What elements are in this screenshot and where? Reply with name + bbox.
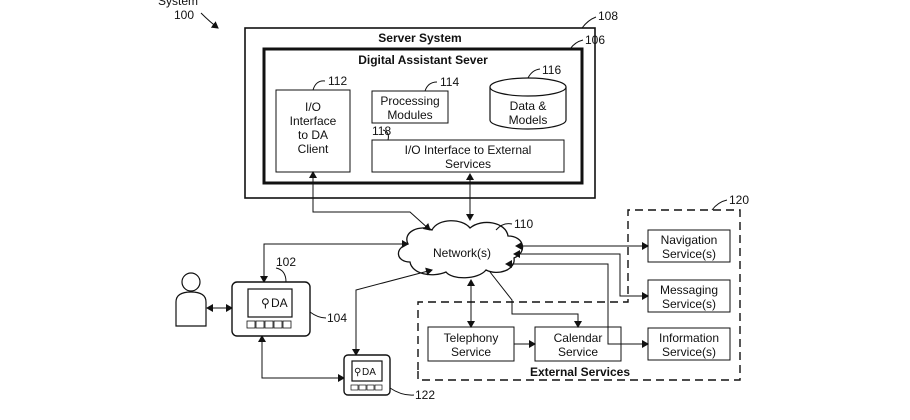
- data-models-line: Models: [509, 113, 548, 127]
- io-client-line: I/O: [305, 100, 321, 114]
- io-client-box: I/O Interface to DA Client 112: [275, 74, 351, 173]
- io-client-network-link: [309, 171, 431, 231]
- device-104-key: [282, 320, 292, 329]
- server-system-title: Server System: [378, 31, 461, 45]
- network-cloud: Network(s) 110: [397, 217, 533, 279]
- leader-122: [389, 387, 415, 396]
- device-122-screen-label: DA: [362, 367, 376, 378]
- network-device-104-link: [260, 240, 409, 283]
- network-information-link: [505, 260, 649, 348]
- io-external-line: I/O Interface to External: [405, 143, 532, 157]
- navigation-line: Service(s): [662, 247, 716, 261]
- data-models-ref: 116: [542, 63, 561, 77]
- server-system-ref: 108: [598, 9, 618, 23]
- device-104-key: [273, 320, 283, 329]
- device-104-key: [255, 320, 265, 329]
- telephony-line: Service: [451, 345, 491, 359]
- device-104-key: [264, 320, 274, 329]
- device-122-key: [350, 384, 359, 391]
- processing-line: Modules: [387, 108, 432, 122]
- io-client-line: Client: [298, 142, 329, 156]
- external-services-ref: 120: [729, 193, 749, 207]
- device-104-key: [246, 320, 256, 329]
- navigation-service-box: Navigation Service(s): [647, 229, 731, 263]
- processing-line: Processing: [380, 94, 439, 108]
- telephony-line: Telephony: [444, 331, 499, 345]
- information-service-box: Information Service(s): [647, 327, 731, 361]
- person-glyph-icon: ⚲: [261, 296, 270, 310]
- io-client-line: to DA: [298, 128, 328, 142]
- device-122-key: [374, 384, 383, 391]
- network-calendar-link: [489, 271, 582, 328]
- io-external-box: I/O Interface to External Services 118: [371, 124, 565, 173]
- telephony-service-box: Telephony Service: [427, 326, 515, 362]
- navigation-line: Navigation: [661, 233, 718, 247]
- external-services-title: External Services: [530, 365, 630, 379]
- person-glyph-icon: ⚲: [354, 367, 361, 378]
- io-client-ref: 112: [328, 74, 347, 88]
- network-label: Network(s): [433, 246, 491, 260]
- device-104-ref-102: 102: [276, 255, 296, 269]
- information-line: Service(s): [662, 345, 716, 359]
- processing-box: Processing Modules 114: [371, 75, 459, 124]
- network-ref: 110: [514, 217, 533, 231]
- device-122-key: [358, 384, 367, 391]
- device-104: ⚲ DA 102 104: [231, 255, 347, 337]
- device-104-device-122-link: [258, 335, 345, 382]
- messaging-line: Messaging: [660, 283, 718, 297]
- processing-ref: 114: [440, 75, 459, 89]
- leader-118: [382, 129, 389, 141]
- io-external-line: Services: [445, 157, 491, 171]
- device-122-ref: 122: [415, 388, 435, 402]
- leader-116: [527, 68, 541, 79]
- system-ref: 100: [174, 8, 194, 22]
- device-122-key: [366, 384, 375, 391]
- system-ref-arrow: [200, 12, 219, 29]
- external-services-group: External Services 120: [417, 193, 749, 381]
- leader-112: [312, 80, 326, 91]
- leader-110: [495, 223, 513, 231]
- device-104-ref-104: 104: [327, 311, 347, 325]
- user-figure: [175, 272, 207, 327]
- da-server-title: Digital Assistant Sever: [358, 53, 488, 67]
- leader-120: [711, 199, 728, 211]
- io-client-line: Interface: [290, 114, 337, 128]
- information-line: Information: [659, 331, 719, 345]
- calendar-line: Service: [558, 345, 598, 359]
- messaging-service-box: Messaging Service(s): [647, 279, 731, 313]
- leader-102: [275, 267, 287, 283]
- system-label: System: [158, 0, 198, 8]
- leader-104: [309, 311, 327, 319]
- leader-106: [569, 39, 584, 50]
- messaging-line: Service(s): [662, 297, 716, 311]
- network-device-122-link: [352, 267, 433, 356]
- data-models-line: Data &: [510, 99, 547, 113]
- device-104-screen-label: DA: [271, 296, 288, 310]
- da-server-ref: 106: [585, 33, 605, 47]
- leader-108: [581, 16, 597, 29]
- device-122: ⚲ DA 122: [343, 354, 435, 402]
- data-models-cylinder: Data & Models 116: [489, 63, 567, 130]
- leader-114: [424, 81, 438, 92]
- io-external-ref: 118: [372, 124, 391, 138]
- calendar-line: Calendar: [554, 331, 603, 345]
